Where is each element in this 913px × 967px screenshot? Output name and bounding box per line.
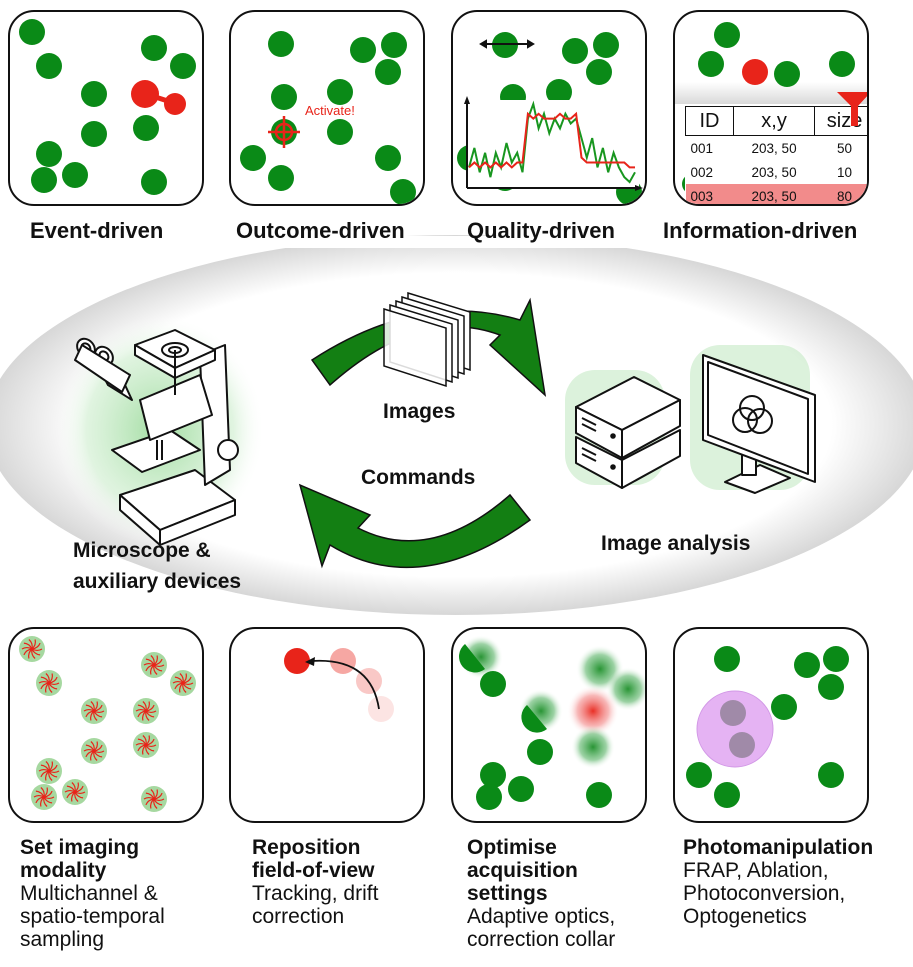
caption-desc: Photoconversion, — [683, 882, 846, 905]
tracking-arrow — [310, 659, 380, 710]
caption-desc: Multichannel & — [20, 882, 158, 905]
outcome-driven-panel: Activate! — [229, 10, 425, 206]
caption-desc: correction collar — [467, 928, 616, 951]
raw-signal-line — [468, 100, 636, 184]
caption-title: Optimise — [467, 836, 557, 859]
caption-desc: Optogenetics — [683, 905, 807, 928]
caption-title: Photomanipulation — [683, 836, 874, 859]
cell-size: 80 — [814, 184, 867, 204]
outcome-driven-caption: Outcome-driven — [236, 218, 405, 243]
information-driven-cells — [675, 22, 867, 194]
reposition-caption: Reposition field-of-view Tracking, drift… — [252, 836, 378, 928]
imaging-modality-caption: Set imaging modality Multichannel & spat… — [20, 836, 165, 951]
event-driven-caption: Event-driven — [30, 218, 164, 243]
multichannel-cell — [36, 758, 62, 784]
column-header-xy[interactable]: x,y — [732, 106, 816, 136]
caption-desc: Adaptive optics, — [467, 905, 616, 928]
multichannel-cell — [31, 784, 57, 810]
selected-cell-red — [742, 59, 768, 85]
activate-annotation: Activate! — [305, 103, 355, 118]
information-driven-panel: ID x,y size 001 203, 50 50 002 203, 50 1… — [673, 10, 869, 206]
tracked-cell — [284, 648, 310, 674]
cell-xy: 203, 50 — [733, 184, 815, 204]
caption-desc: sampling — [20, 928, 105, 951]
multichannel-cell — [133, 698, 159, 724]
table-row: 002 203, 50 10 — [686, 160, 868, 184]
images-label: Images — [383, 400, 456, 423]
server-icon — [575, 376, 681, 489]
cell-id: 002 — [690, 164, 714, 180]
multichannel-cells — [19, 636, 196, 812]
scale-bar-icon — [479, 39, 535, 49]
caption-title: acquisition — [467, 859, 578, 882]
multichannel-cell — [141, 786, 167, 812]
column-header-id[interactable]: ID — [685, 106, 734, 136]
cell-size: 10 — [837, 164, 853, 180]
caption-desc: correction — [252, 905, 345, 928]
multichannel-cell — [170, 670, 196, 696]
photomanipulation-cells — [686, 646, 849, 808]
cell-xy: 203, 50 — [751, 164, 797, 180]
cell-size: 50 — [837, 140, 853, 156]
quality-driven-panel — [451, 10, 647, 206]
optimise-caption: Optimise acquisition settings Adaptive o… — [467, 836, 615, 951]
multichannel-cell — [81, 738, 107, 764]
caption-title: Reposition — [252, 836, 361, 859]
caption-title: field-of-view — [252, 859, 375, 882]
image-analysis-label: Image analysis — [601, 532, 751, 555]
multichannel-cell — [133, 732, 159, 758]
photomanipulation-panel — [673, 627, 869, 823]
event-driven-panel — [8, 10, 204, 206]
microscope-label-line1: Microscope & — [73, 539, 211, 562]
signal-plot — [464, 96, 643, 191]
multichannel-cell — [81, 698, 107, 724]
multichannel-cell — [36, 670, 62, 696]
photomanipulation-caption: Photomanipulation FRAP, Ablation, Photoc… — [683, 836, 873, 928]
caption-title: settings — [467, 882, 548, 905]
tracking-cells — [284, 648, 394, 722]
multichannel-cell — [62, 779, 88, 805]
multichannel-cell — [141, 652, 167, 678]
caption-desc: spatio-temporal — [20, 905, 165, 928]
microscope-label: Microscope & auxiliary devices — [73, 535, 241, 597]
caption-title: modality — [20, 859, 107, 882]
image-stack-icon — [383, 291, 471, 388]
caption-desc: Tracking, drift — [252, 882, 379, 905]
event-driven-cells — [19, 19, 196, 195]
information-driven-caption: Information-driven — [663, 218, 858, 243]
imaging-modality-panel — [8, 627, 204, 823]
cell-id: 001 — [690, 140, 714, 156]
aberrated-cells — [458, 635, 645, 810]
dividing-cell-red — [131, 80, 186, 115]
monitor-icon — [702, 354, 816, 494]
microscope-label-line2: auxiliary devices — [73, 570, 242, 593]
quality-driven-caption: Quality-driven — [467, 218, 615, 243]
multichannel-cell — [19, 636, 45, 662]
smoothed-signal-line — [468, 111, 635, 169]
cell-xy: 203, 50 — [751, 140, 797, 156]
reposition-panel — [229, 627, 425, 823]
optimise-panel — [451, 627, 647, 823]
commands-label: Commands — [361, 466, 476, 489]
outcome-driven-cells — [240, 31, 416, 204]
caption-desc: FRAP, Ablation, — [683, 859, 829, 882]
microscope-icon — [74, 329, 239, 546]
table-row-highlighted: 003 203, 50 80 — [685, 184, 867, 204]
table-row: 001 203, 50 50 — [686, 136, 868, 161]
crosshair-target-icon — [268, 116, 300, 148]
caption-title: Set imaging — [20, 836, 140, 859]
cell-id: 003 — [685, 184, 734, 204]
commands-arrow — [298, 483, 532, 569]
